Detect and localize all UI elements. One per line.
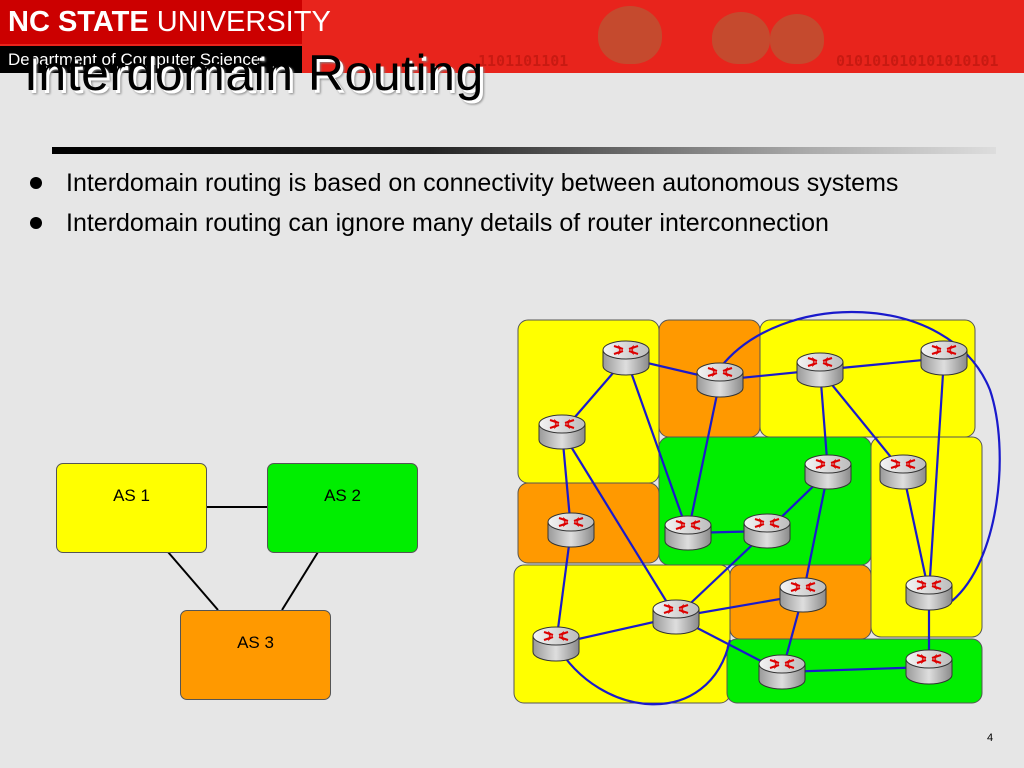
wolf-icon [598,6,662,64]
bullet-item: Interdomain routing can ignore many deta… [30,203,898,243]
router-icon [920,340,968,376]
bullet-item: Interdomain routing is based on connecti… [30,163,898,203]
router-icon [532,626,580,662]
slide-title: Interdomain Routing [24,45,484,101]
router-icon [547,512,595,548]
university-name: NC STATE UNIVERSITY [8,6,331,38]
router-icon [804,454,852,490]
university-logo: NC STATE UNIVERSITY [0,0,331,44]
router-icon [779,577,827,613]
router-icon [905,575,953,611]
router-icon [538,414,586,450]
router-icon [652,599,700,635]
bullet-list: Interdomain routing is based on connecti… [30,163,898,243]
bullet-icon [30,177,42,189]
department-label: Department of Computer Science [0,46,302,73]
wolf-icon [712,12,770,64]
header-banner: 1101101101 010101010101010101 NC STATE U… [0,0,1024,73]
binary-decoration: 010101010101010101 [836,52,999,70]
router-icon [743,513,791,549]
as-label: AS 3 [237,633,274,652]
router-icon [879,454,927,490]
title-divider [52,147,996,154]
as-node: AS 1 [56,463,207,553]
page-number: 4 [987,732,994,744]
department-name: Department of Computer Science [8,50,261,69]
as-label: AS 1 [113,486,150,505]
router-icon [664,515,712,551]
router-icon [696,362,744,398]
as-node: AS 3 [180,610,331,700]
router-icon [796,352,844,388]
router-icon [905,649,953,685]
as-label: AS 2 [324,486,361,505]
wolf-icon [770,14,824,64]
router-icon [758,654,806,690]
bullet-icon [30,217,42,229]
binary-decoration: 1101101101 [478,52,569,70]
router-icon [602,340,650,376]
as-node: AS 2 [267,463,418,553]
